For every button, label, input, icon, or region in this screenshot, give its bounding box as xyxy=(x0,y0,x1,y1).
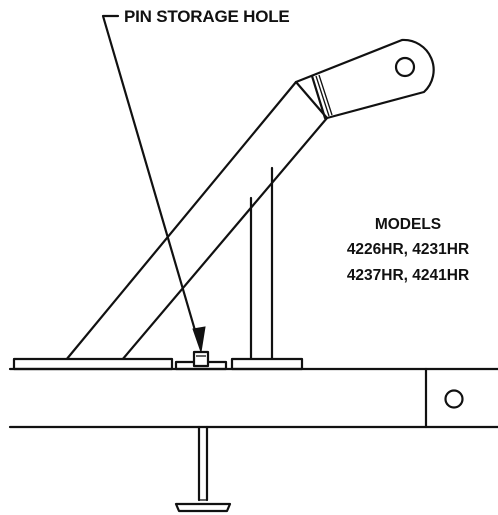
frame-tube xyxy=(8,367,498,429)
diagonal-arm xyxy=(64,80,329,362)
arm-pin-hole xyxy=(394,56,416,78)
callout-label: PIN STORAGE HOLE xyxy=(124,7,290,26)
callout-leader xyxy=(101,14,206,353)
mounting-plates xyxy=(12,357,304,371)
models-line-1: 4226HR, 4231HR xyxy=(347,241,469,258)
models-heading: MODELS xyxy=(375,216,441,233)
jack-stand xyxy=(174,425,232,513)
support-post xyxy=(249,166,274,362)
models-line-2: 4237HR, 4241HR xyxy=(347,267,469,284)
arm-end-plate xyxy=(294,38,435,120)
pin-storage-hole xyxy=(192,350,210,368)
frame-pin-hole xyxy=(444,389,464,409)
